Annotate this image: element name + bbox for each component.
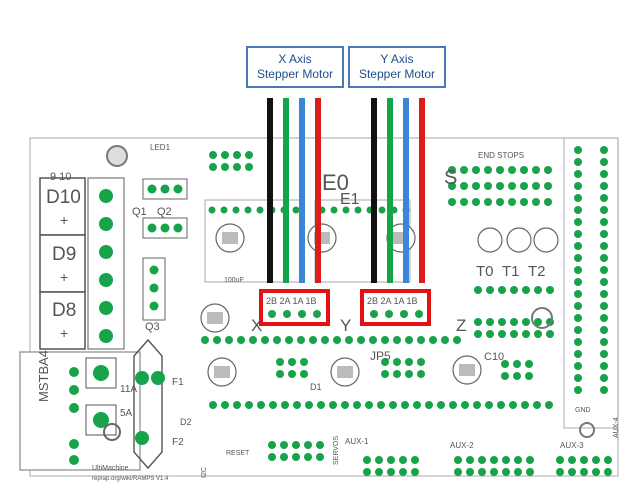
- y-callout-line2: Stepper Motor: [358, 67, 436, 81]
- label-100uf: 100uF: [224, 277, 244, 284]
- label-q3: Q3: [145, 321, 160, 333]
- label-d2: D2: [180, 417, 192, 427]
- y-axis-callout: Y Axis Stepper Motor: [348, 46, 446, 88]
- driver-sockets: [200, 199, 559, 387]
- label-q1: Q1: [132, 206, 147, 218]
- fuses: [133, 338, 165, 470]
- mounting-holes: [106, 145, 595, 438]
- x-axis-callout: X Axis Stepper Motor: [246, 46, 344, 88]
- label-f1: F1: [172, 377, 184, 388]
- label-aux2: AUX-2: [450, 441, 474, 450]
- x-callout-line2: Stepper Motor: [256, 67, 334, 81]
- mosfets: [142, 178, 188, 321]
- label-led: LED1: [150, 143, 171, 152]
- label-aux3: AUX-3: [560, 441, 584, 450]
- label-plus-3: +: [60, 325, 68, 341]
- label-s: S: [444, 167, 457, 189]
- label-axis-z: Z: [456, 316, 466, 335]
- thermistor-caps: [477, 227, 559, 253]
- label-t1: T1: [502, 263, 520, 280]
- label-reset: RESET: [226, 450, 250, 457]
- label-plus-2: +: [60, 269, 68, 285]
- silkscreen-text: D10 + D9 + D8 + 9 10 Q1 Q2 Q3 LED1 X Y Z…: [36, 143, 620, 482]
- label-servos: SERVOS: [333, 436, 340, 465]
- label-ultimachine: UltiMachine: [92, 465, 129, 472]
- label-d10: D10: [46, 187, 81, 208]
- label-e0: E0: [322, 170, 349, 195]
- label-reprap: reprap.org/wiki/RAMPS V1.4: [92, 476, 169, 482]
- label-gnd: GND: [575, 407, 591, 414]
- label-jp5: JP5: [370, 349, 391, 363]
- label-mstba4: MSTBA4: [36, 350, 51, 402]
- power-terminals: [19, 177, 141, 471]
- x-callout-line1: X Axis: [278, 52, 312, 66]
- label-11a: 11A: [120, 384, 137, 395]
- label-i2c: I2C: [201, 467, 208, 478]
- capacitors: [200, 223, 482, 387]
- label-aux1: AUX-1: [345, 437, 369, 446]
- label-end-stops: END STOPS: [478, 151, 524, 160]
- right-pin-header: [574, 146, 608, 394]
- label-f2: F2: [172, 437, 184, 448]
- label-9-10: 9 10: [50, 171, 71, 183]
- label-d9: D9: [52, 244, 76, 265]
- x-axis-wires: [267, 98, 321, 283]
- label-5a: 5A: [120, 408, 133, 419]
- label-plus-1: +: [60, 212, 68, 228]
- pad-rows: [201, 151, 612, 476]
- label-t0: T0: [476, 263, 494, 280]
- label-axis-x: X: [251, 316, 262, 335]
- y-callout-line1: Y Axis: [380, 52, 414, 66]
- label-e1: E1: [340, 191, 360, 208]
- label-q2: Q2: [157, 206, 172, 218]
- label-axis-y: Y: [340, 316, 351, 335]
- y-motor-connector: 2B 2A 1A 1B: [360, 289, 431, 326]
- x-motor-connector: 2B 2A 1A 1B: [259, 289, 330, 326]
- label-d1: D1: [310, 382, 322, 392]
- label-c10: C10: [484, 351, 504, 363]
- y-connector-pin-labels: 2B 2A 1A 1B: [367, 296, 418, 306]
- label-aux4: AUX-4: [613, 417, 620, 438]
- label-t2: T2: [528, 263, 546, 280]
- label-d8: D8: [52, 300, 76, 321]
- y-axis-wires: [371, 98, 425, 283]
- x-connector-pin-labels: 2B 2A 1A 1B: [266, 296, 317, 306]
